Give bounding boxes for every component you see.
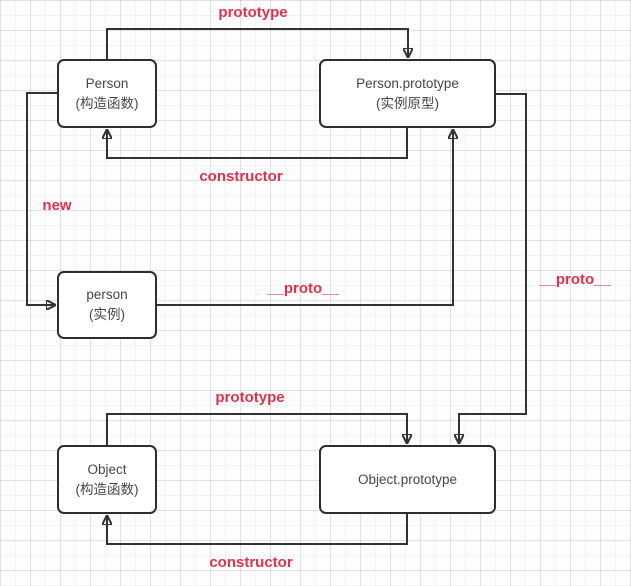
node-object-prototype-label: Object.prototype bbox=[357, 471, 458, 487]
edge-label-prototype-bottom: prototype bbox=[215, 389, 285, 406]
node-person-prototype-label: Person.prototype bbox=[356, 75, 459, 91]
edge-constructor-person-arrow bbox=[107, 128, 408, 159]
node-object-constructor-sublabel: (构造函数) bbox=[75, 481, 139, 497]
node-person-instance-label: person bbox=[86, 287, 128, 303]
edge-label-constructor-top: constructor bbox=[199, 168, 283, 185]
node-person-constructor: Person (构造函数) bbox=[57, 59, 157, 128]
node-object-constructor-label: Object bbox=[87, 461, 127, 477]
edge-new-arrow bbox=[26, 92, 57, 305]
node-object-constructor: Object (构造函数) bbox=[57, 445, 157, 514]
node-person-instance-sublabel: (实例) bbox=[89, 307, 125, 322]
edge-label-new: new bbox=[42, 197, 72, 214]
edge-label-proto-right: __proto__ bbox=[539, 271, 611, 288]
edge-prototype-person-arrow bbox=[106, 28, 408, 59]
node-person-constructor-label: Person bbox=[85, 75, 129, 91]
node-person-prototype: Person.prototype (实例原型) bbox=[319, 59, 496, 128]
edge-prototype-object-arrow bbox=[106, 413, 407, 445]
edge-label-proto-middle: __proto__ bbox=[267, 280, 339, 297]
node-object-prototype: Object.prototype bbox=[319, 445, 496, 514]
node-person-constructor-sublabel: (构造函数) bbox=[75, 95, 139, 111]
edge-proto-prototype-chain-arrow bbox=[459, 93, 527, 443]
edge-proto-instance-arrow bbox=[157, 130, 453, 306]
node-person-instance: person (实例) bbox=[57, 271, 157, 339]
edge-label-constructor-bottom: constructor bbox=[209, 554, 293, 571]
node-person-prototype-sublabel: (实例原型) bbox=[376, 95, 439, 111]
edge-label-prototype-top: prototype bbox=[218, 4, 288, 21]
edge-constructor-object-arrow bbox=[107, 514, 408, 545]
